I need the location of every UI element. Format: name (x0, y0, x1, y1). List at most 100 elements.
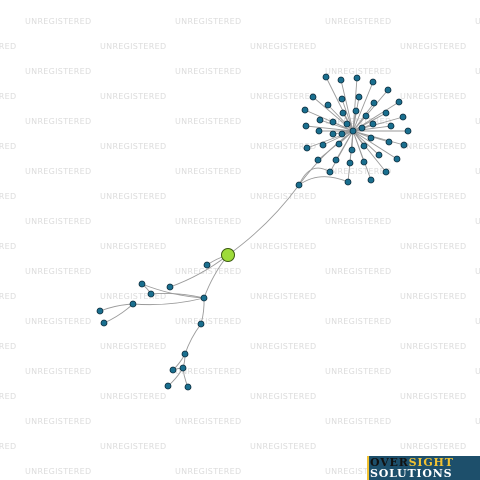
leaf-node[interactable] (339, 109, 347, 117)
watermark-text: UNREGISTERED (25, 267, 91, 276)
graph-edge (227, 184, 300, 256)
leaf-node[interactable] (344, 178, 352, 186)
watermark-text: UNREGISTERED (100, 442, 166, 451)
graph-node[interactable] (295, 181, 303, 189)
leaf-node[interactable] (370, 99, 378, 107)
graph-node[interactable] (197, 320, 205, 328)
watermark-text: UNREGISTERED (400, 242, 466, 251)
watermark-text: UNREGISTERED (25, 167, 91, 176)
graph-node[interactable] (181, 350, 189, 358)
graph-node[interactable] (179, 364, 187, 372)
leaf-node[interactable] (322, 73, 330, 81)
leaf-node[interactable] (338, 130, 346, 138)
leaf-node[interactable] (385, 138, 393, 146)
graph-node[interactable] (166, 283, 174, 291)
leaf-node[interactable] (382, 168, 390, 176)
watermark-text: UNREGISTERED (100, 342, 166, 351)
leaf-node[interactable] (332, 156, 340, 164)
leaf-node[interactable] (302, 122, 310, 130)
watermark-text: UNREGISTERED (400, 342, 466, 351)
leaf-node[interactable] (382, 109, 390, 117)
leaf-node[interactable] (301, 106, 309, 114)
leaf-node[interactable] (369, 120, 377, 128)
logo-word-over: OVER (370, 456, 409, 469)
graph-node[interactable] (96, 307, 104, 315)
leaf-node[interactable] (314, 156, 322, 164)
focus-node[interactable] (221, 248, 235, 262)
graph-node[interactable] (200, 294, 208, 302)
graph-edge (103, 303, 134, 324)
leaf-node[interactable] (353, 74, 361, 82)
leaf-node[interactable] (400, 141, 408, 149)
hub-node[interactable] (349, 127, 357, 135)
watermark-text: UNREGISTERED (100, 42, 166, 51)
watermark-text: UNREGISTERED (250, 142, 316, 151)
watermark-text: UNREGISTERED (325, 217, 391, 226)
graph-node[interactable] (129, 300, 137, 308)
leaf-node[interactable] (343, 120, 351, 128)
leaf-node[interactable] (337, 76, 345, 84)
leaf-node[interactable] (346, 159, 354, 167)
watermark-text: UNREGISTERED (0, 42, 16, 51)
watermark-text: UNREGISTERED (400, 192, 466, 201)
leaf-node[interactable] (367, 176, 375, 184)
watermark-text: UNREGISTERED (325, 67, 391, 76)
graph-edge (203, 254, 229, 299)
leaf-node[interactable] (367, 134, 375, 142)
leaf-node[interactable] (369, 78, 377, 86)
graph-node[interactable] (203, 261, 211, 269)
leaf-node[interactable] (329, 118, 337, 126)
leaf-node[interactable] (393, 155, 401, 163)
hub-edge (332, 121, 354, 132)
watermark-text: UNREGISTERED (475, 67, 480, 76)
leaf-node[interactable] (360, 158, 368, 166)
graph-node[interactable] (184, 383, 192, 391)
graph-node[interactable] (138, 280, 146, 288)
leaf-node[interactable] (352, 107, 360, 115)
watermark-text: UNREGISTERED (400, 292, 466, 301)
leaf-node[interactable] (319, 141, 327, 149)
watermark-text: UNREGISTERED (100, 192, 166, 201)
graph-edge (150, 292, 205, 299)
leaf-node[interactable] (338, 95, 346, 103)
leaf-node[interactable] (395, 98, 403, 106)
leaf-node[interactable] (362, 112, 370, 120)
leaf-node[interactable] (399, 113, 407, 121)
graph-node[interactable] (169, 366, 177, 374)
leaf-node[interactable] (404, 127, 412, 135)
leaf-node[interactable] (360, 142, 368, 150)
leaf-node[interactable] (348, 146, 356, 154)
leaf-node[interactable] (303, 144, 311, 152)
leaf-node[interactable] (324, 101, 332, 109)
oversight-solutions-logo: OVERSIGHT SOLUTIONS (367, 456, 480, 480)
watermark-layer: UNREGISTERED UNREGISTERED UNREGISTERED UNRE… (0, 17, 480, 476)
leaf-node[interactable] (358, 124, 366, 132)
watermark-text: UNREGISTERED (100, 392, 166, 401)
leaf-node[interactable] (309, 93, 317, 101)
graph-node[interactable] (164, 382, 172, 390)
watermark-text: UNREGISTERED (25, 217, 91, 226)
watermark-text: UNREGISTERED (175, 467, 241, 476)
leaf-node[interactable] (375, 151, 383, 159)
watermark-text: UNREGISTERED (0, 292, 16, 301)
leaf-node[interactable] (384, 86, 392, 94)
leaf-node[interactable] (387, 122, 395, 130)
watermark-text: UNREGISTERED (475, 267, 480, 276)
watermark-text: UNREGISTERED (475, 167, 480, 176)
leaf-node[interactable] (316, 116, 324, 124)
watermark-text: UNREGISTERED (325, 417, 391, 426)
graph-node[interactable] (100, 319, 108, 327)
graph-edge (132, 297, 205, 306)
leaf-node[interactable] (355, 93, 363, 101)
leaf-node[interactable] (326, 168, 334, 176)
watermark-text: UNREGISTERED (250, 92, 316, 101)
watermark-text: UNREGISTERED (325, 117, 391, 126)
leaf-node[interactable] (329, 130, 337, 138)
leaf-node[interactable] (335, 140, 343, 148)
watermark-text: UNREGISTERED (175, 17, 241, 26)
watermark-text: UNREGISTERED (250, 192, 316, 201)
watermark-text: UNREGISTERED (100, 92, 166, 101)
watermark-text: UNREGISTERED (475, 217, 480, 226)
graph-node[interactable] (147, 290, 155, 298)
leaf-node[interactable] (315, 127, 323, 135)
